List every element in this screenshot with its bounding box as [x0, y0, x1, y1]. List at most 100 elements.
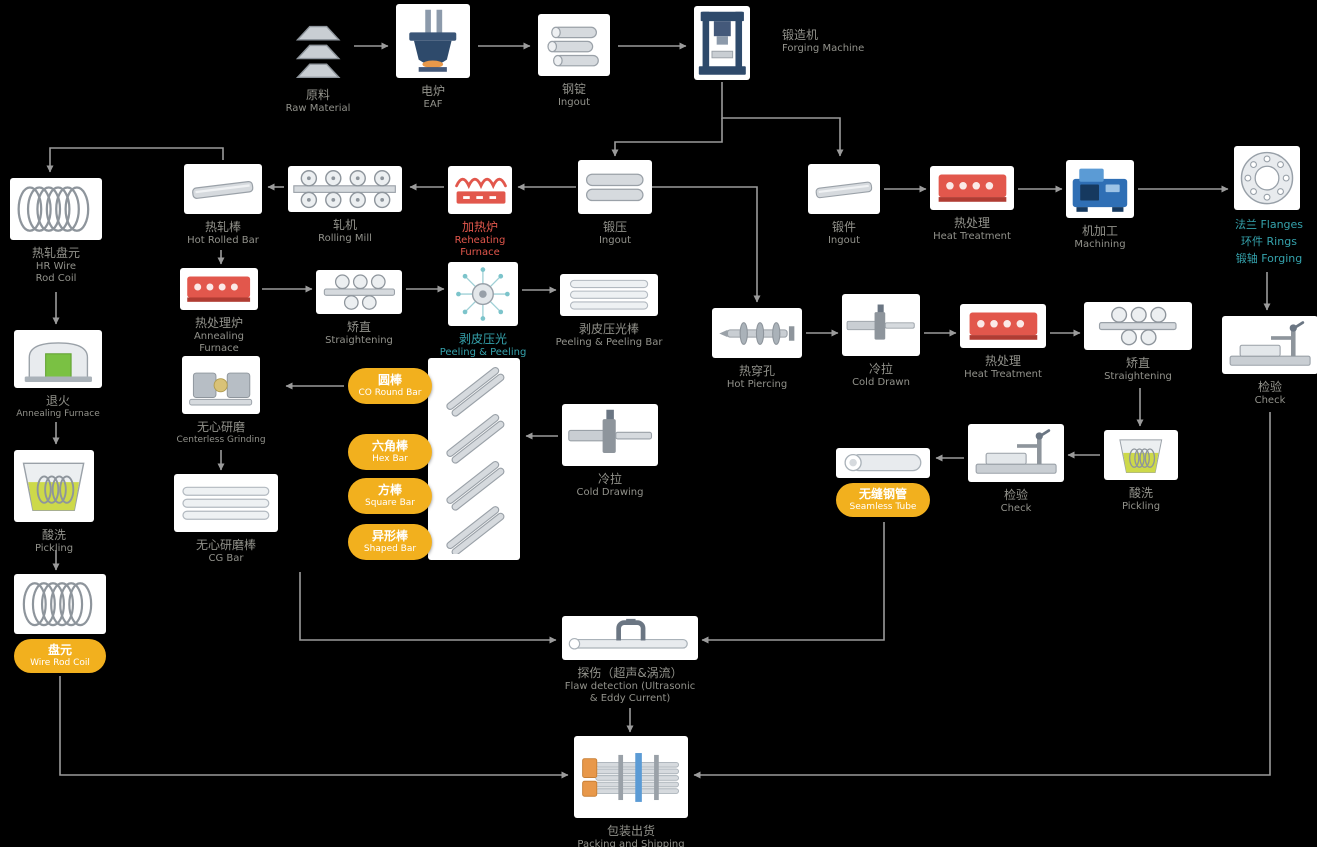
straightening-rolls-icon	[323, 274, 395, 311]
peeling-bar-label-en: Peeling & Peeling Bar	[555, 337, 663, 348]
node-annealing-furnace: 退火 Annealing Furnace	[14, 330, 102, 420]
node-reheating-furnace: 加热炉 Reheating Furnace	[448, 166, 512, 259]
node-peeling-bar: 剥皮压光棒 Peeling & Peeling Bar	[556, 274, 662, 349]
raw-material-label-zh: 原料	[305, 88, 330, 102]
node-raw-material: 原料 Raw Material	[286, 18, 350, 115]
node-cg-bar: 无心研磨棒 CG Bar	[174, 474, 278, 565]
arrow-press-to-piercing	[652, 186, 761, 303]
forged-part-label-en: Ingout	[827, 235, 860, 246]
heat-treatment-icon	[938, 174, 1006, 203]
node-eaf: 电炉 EAF	[396, 4, 470, 111]
hot-piercing-label-zh: 热穿孔	[738, 364, 775, 378]
flange-ring-icon	[1240, 151, 1294, 205]
raw-material-card	[288, 18, 348, 82]
peeling-card	[448, 262, 518, 326]
bar-products-card	[428, 358, 520, 560]
forged-part-card	[808, 164, 880, 214]
node-forging-machine	[694, 6, 750, 80]
check-1-card	[1222, 316, 1317, 374]
annealing-furnace-card	[14, 330, 102, 388]
arrow-wirerod-to-packing	[59, 676, 569, 779]
hex-bar-label-en: Hex Bar	[372, 453, 408, 464]
node-hr-wire-rod-coil: 热轧盘元 HR Wire Rod Coil	[10, 178, 102, 285]
cg-bar-label-zh: 无心研磨棒	[195, 538, 256, 552]
straightening-2-label-zh: 矫直	[1125, 356, 1150, 370]
straightening-2-card	[1084, 302, 1192, 350]
node-seamless-tube: 无缝钢管 Seamless Tube	[836, 448, 930, 517]
forging-press-icon	[698, 11, 746, 76]
node-bar-products	[428, 358, 520, 560]
machining-label-zh: 机加工	[1081, 224, 1118, 238]
cold-drawing-label-en: Cold Drawing	[576, 487, 644, 498]
steel-bar-icon	[815, 180, 873, 199]
node-machining: 机加工 Machining	[1066, 160, 1134, 251]
annealing-furnace-label-en: Annealing Furnace	[16, 409, 100, 419]
node-rolling-mill: 轧机 Rolling Mill	[288, 166, 402, 245]
check-2-label-en: Check	[1000, 503, 1032, 514]
pickling-tank-icon	[22, 462, 86, 512]
badge-hex-bar: 六角棒 Hex Bar	[348, 434, 432, 470]
cg-bar-label-en: CG Bar	[208, 553, 244, 564]
hex-bar-label-zh: 六角棒	[371, 438, 408, 453]
forging-machine-label-zh: 锻造机	[782, 28, 819, 42]
badge-shaped-bar: 异形棒 Shaped Bar	[348, 524, 432, 560]
hr-wire-rod-coil-label-en: HR Wire Rod Coil	[35, 261, 77, 285]
flange-label-line1: 法兰 Flanges	[1234, 218, 1304, 231]
machining-card	[1066, 160, 1134, 218]
badge-square-bar: 方棒 Square Bar	[348, 478, 432, 514]
diagonal-bars-icon	[444, 365, 506, 554]
node-forging-press: 锻压 Ingout	[578, 160, 652, 247]
node-cold-drawing: 冷拉 Cold Drawing	[562, 404, 658, 499]
reheating-furnace-card	[448, 166, 512, 214]
flange-card	[1234, 146, 1300, 210]
packed-bundle-icon	[582, 753, 680, 803]
machining-label-en: Machining	[1074, 239, 1126, 250]
coil-icon	[22, 581, 93, 627]
cold-draw-die-icon	[568, 409, 652, 454]
ingot-billets-icon	[547, 26, 600, 67]
wire-rod-coil-label-zh: 盘元	[47, 642, 72, 657]
node-flaw-detection: 探伤（超声&涡流） Flaw detection (Ultrasonic & E…	[562, 616, 698, 705]
shaped-bar-label-en: Shaped Bar	[363, 543, 417, 554]
hot-piercing-label-en: Hot Piercing	[726, 379, 788, 390]
heat-treatment-2-label-en: Heat Treatment	[964, 369, 1042, 380]
node-ingot: 钢锭 Ingout	[538, 14, 610, 109]
wire-rod-coil-card	[14, 574, 106, 634]
heat-treatment-2-label-zh: 热处理	[984, 354, 1021, 368]
hr-wire-rod-coil-label-zh: 热轧盘元	[31, 246, 80, 260]
peeling-machine-icon	[455, 266, 511, 322]
straightening-1-card	[316, 270, 402, 314]
heat-treatment-furnace-label-zh: 热处理炉	[194, 316, 243, 330]
peeling-label-zh: 剥皮压光	[458, 332, 507, 346]
cold-drawn-card	[842, 294, 920, 356]
packing-card	[574, 736, 688, 818]
cold-drawing-label-zh: 冷拉	[597, 472, 622, 486]
hr-wire-rod-coil-card	[10, 178, 102, 240]
reheating-furnace-label-zh: 加热炉	[461, 220, 498, 234]
bright-bars-icon	[569, 280, 649, 310]
flaw-detection-probe-icon	[566, 617, 694, 658]
flange-labels: 法兰 Flanges 环件 Rings 锻轴 Forging	[1224, 216, 1314, 267]
straightening-2-label-en: Straightening	[1104, 371, 1172, 382]
square-bar-label-en: Square Bar	[365, 497, 415, 508]
forging-machine-label-en: Forging Machine	[782, 43, 865, 54]
arrow-forge-to-press	[611, 118, 723, 157]
piercing-mandrel-icon	[718, 321, 795, 345]
coil-icon	[17, 186, 90, 232]
heat-treatment-furnace-icon	[187, 276, 251, 303]
heat-treatment-2-card	[960, 304, 1046, 348]
arrow-forge-to-forged-part	[721, 82, 844, 157]
straightening-rolls-icon	[1099, 307, 1177, 346]
node-cold-drawn: 冷拉 Cold Drawn	[842, 294, 920, 389]
bright-bars-icon	[182, 486, 270, 520]
ingot-card	[538, 14, 610, 76]
straightening-1-label-zh: 矫直	[346, 320, 371, 334]
tube-icon	[844, 453, 922, 472]
node-check-1: 检验 Check	[1222, 316, 1317, 407]
badge-wire-rod-coil: 盘元 Wire Rod Coil	[14, 639, 106, 673]
check-1-label-zh: 检验	[1257, 380, 1282, 394]
cg-bar-card	[174, 474, 278, 532]
pickling-coil-label-en: Pickling	[34, 543, 74, 554]
